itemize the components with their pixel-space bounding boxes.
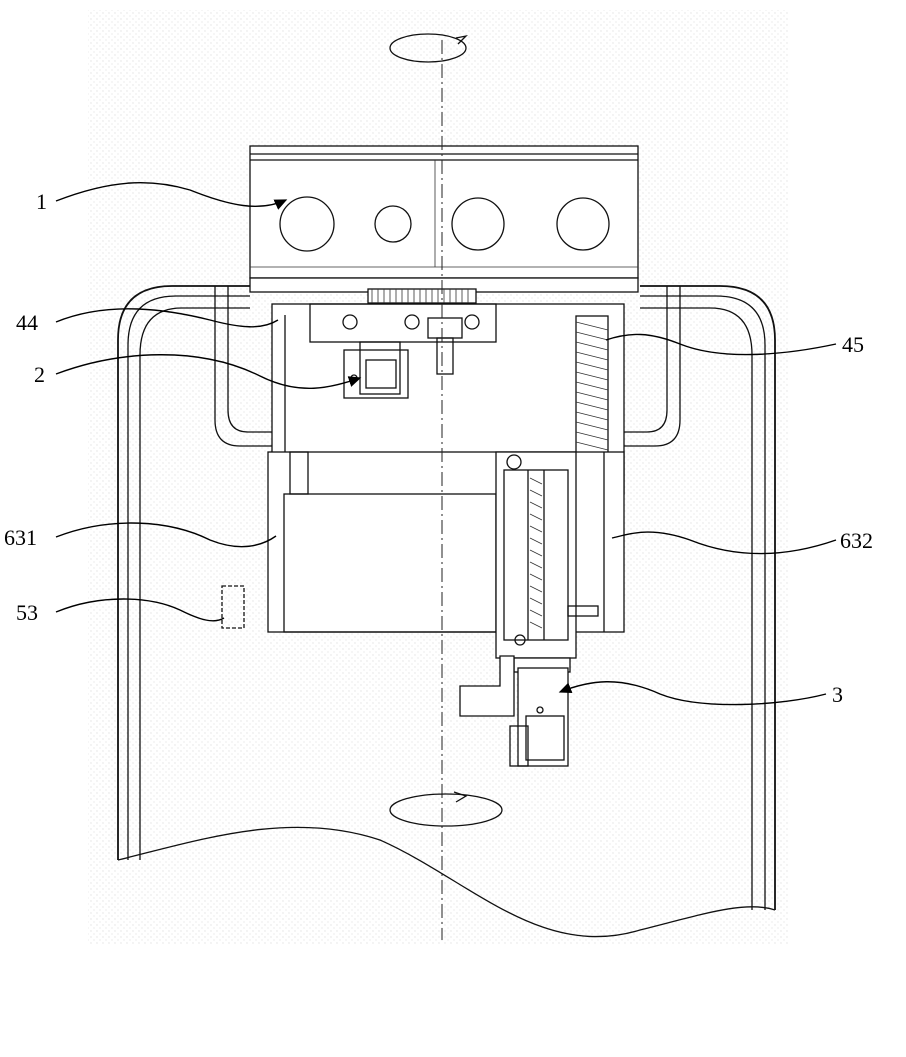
label-44: 44 (16, 310, 38, 335)
rotation-arrow-bottom (389, 791, 503, 827)
leader-3 (558, 681, 827, 706)
leader-53 (55, 598, 225, 622)
gear-strip (367, 288, 477, 304)
leader-631 (55, 522, 277, 548)
label-53: 53 (16, 600, 38, 625)
label-632: 632 (840, 528, 873, 553)
motor-2 (343, 341, 409, 399)
leader-632 (611, 531, 837, 555)
rotation-arrow-top (389, 33, 468, 63)
leader-45 (605, 333, 837, 356)
slide-rail-module (495, 451, 599, 673)
label-1: 1 (36, 189, 47, 214)
leader-1 (55, 181, 288, 210)
leader-2 (55, 354, 362, 390)
top-housing-1 (249, 145, 639, 279)
label-2: 2 (34, 362, 45, 387)
spring-45 (575, 315, 609, 463)
label-631: 631 (4, 525, 37, 550)
sensor-53 (221, 585, 245, 629)
label-45: 45 (842, 332, 864, 357)
label-3: 3 (832, 682, 843, 707)
outer-housing (117, 285, 776, 938)
leader-44 (55, 308, 279, 328)
side-brackets (214, 286, 681, 447)
